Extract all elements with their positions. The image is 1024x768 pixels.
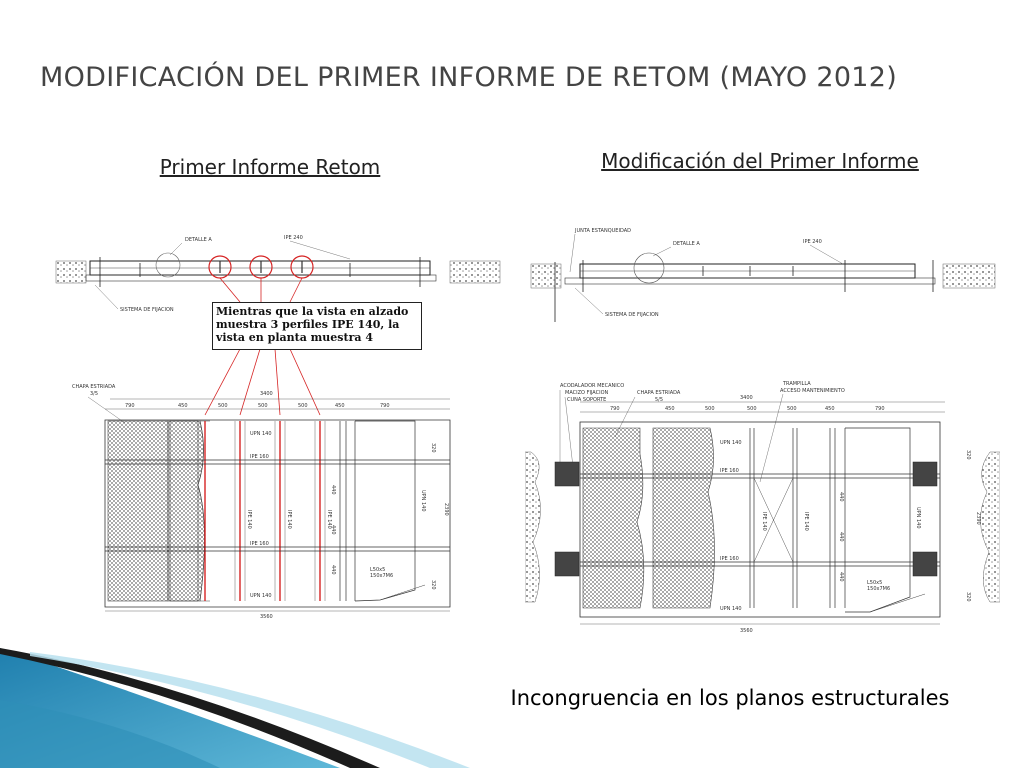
svg-text:500: 500 (747, 406, 757, 412)
svg-text:320: 320 (965, 592, 971, 602)
svg-text:150x7M6: 150x7M6 (370, 573, 393, 579)
red-ipe-lines (204, 421, 321, 601)
side-dimensions: 320 440 440 440 320 (330, 443, 436, 590)
svg-text:150x7M6: 150x7M6 (867, 586, 890, 592)
svg-text:440: 440 (838, 572, 844, 582)
svg-text:320: 320 (965, 450, 971, 460)
left-heading: Primer Informe Retom (159, 155, 381, 179)
svg-text:IPE 160: IPE 160 (720, 556, 739, 562)
svg-text:IPE 140: IPE 140 (761, 512, 767, 531)
chapa-label: CHAPA ESTRIADA (72, 384, 116, 390)
junta-label: JUNTA ESTANQUEIDAD (574, 228, 631, 234)
svg-text:500: 500 (258, 403, 268, 409)
svg-text:MACIZO FIJACION: MACIZO FIJACION (565, 390, 609, 396)
svg-text:790: 790 (380, 403, 390, 409)
svg-text:450: 450 (178, 403, 188, 409)
ipe-top-label: IPE 240 (284, 235, 303, 241)
slide-title: MODIFICACIÓN DEL PRIMER INFORME DE RETOM… (40, 62, 898, 93)
svg-text:IPE 160: IPE 160 (250, 454, 269, 460)
svg-text:DETALLE A: DETALLE A (673, 241, 700, 247)
dim-total-bottom: 3560 (260, 614, 273, 620)
left-soil-block (55, 260, 87, 284)
right-structural-drawing: JUNTA ESTANQUEIDAD DETALLE A IPE 240 SIS… (525, 228, 1000, 634)
svg-text:320: 320 (430, 443, 436, 453)
svg-text:320: 320 (430, 580, 436, 590)
svg-text:2390: 2390 (975, 512, 981, 525)
fixation-brackets (554, 461, 938, 577)
svg-text:UPN 140: UPN 140 (250, 593, 272, 599)
top-dimensions: 790 450 500 500 500 450 790 (125, 403, 390, 409)
right-elevation-view: JUNTA ESTANQUEIDAD DETALLE A IPE 240 SIS… (530, 228, 996, 322)
svg-text:UPN 140: UPN 140 (420, 490, 426, 512)
svg-text:UPN 140: UPN 140 (915, 507, 921, 529)
svg-text:450: 450 (825, 406, 835, 412)
svg-text:790: 790 (610, 406, 620, 412)
svg-text:IPE 160: IPE 160 (720, 468, 739, 474)
svg-text:440: 440 (330, 525, 336, 535)
callout-box: Mientras que la vista en alzado muestra … (212, 302, 422, 350)
svg-text:500: 500 (218, 403, 228, 409)
svg-text:IPE 160: IPE 160 (250, 541, 269, 547)
svg-text:500: 500 (298, 403, 308, 409)
svg-text:L50x5: L50x5 (370, 567, 385, 573)
caption: Incongruencia en los planos estructurale… (510, 686, 950, 710)
svg-text:IPE 140: IPE 140 (286, 510, 292, 529)
svg-text:UPN 140: UPN 140 (250, 431, 272, 437)
svg-text:790: 790 (875, 406, 885, 412)
right-heading: Modificación del Primer Informe (601, 149, 919, 173)
left-elevation-view: DETALLE A IPE 240 SISTEMA DE FIJACION (55, 235, 501, 313)
detalle-label: DETALLE A (185, 237, 212, 243)
svg-text:3560: 3560 (740, 628, 753, 634)
svg-text:3400: 3400 (740, 395, 753, 401)
svg-text:SISTEMA DE FIJACION: SISTEMA DE FIJACION (605, 312, 659, 318)
svg-text:TRAMPILLA: TRAMPILLA (782, 381, 811, 387)
chapa-hatch-1 (107, 420, 169, 602)
svg-text:CHAPA ESTRIADA: CHAPA ESTRIADA (637, 390, 681, 396)
svg-text:IPE 140: IPE 140 (326, 510, 332, 529)
left-structural-drawing: DETALLE A IPE 240 SISTEMA DE FIJACION CH… (55, 235, 501, 620)
svg-text:440: 440 (838, 492, 844, 502)
svg-text:UPN 140: UPN 140 (720, 606, 742, 612)
right-plan-view: ACODALADOR MECANICO MACIZO FIJACION CUNA… (525, 381, 1000, 634)
svg-text:ACODALADOR MECANICO: ACODALADOR MECANICO (560, 383, 624, 389)
corner-decoration (0, 648, 470, 768)
right-soil-block (449, 260, 501, 284)
svg-text:450: 450 (665, 406, 675, 412)
svg-text:L50x5: L50x5 (867, 580, 882, 586)
sistema-label: SISTEMA DE FIJACION (120, 307, 174, 313)
callout-leader-lines (204, 277, 321, 416)
svg-text:IPE 140: IPE 140 (246, 510, 252, 529)
svg-text:440: 440 (330, 565, 336, 575)
svg-text:500: 500 (705, 406, 715, 412)
chapa-hatch-2 (167, 420, 205, 602)
svg-text:ACCESO MANTENIMIENTO: ACCESO MANTENIMIENTO (780, 388, 845, 394)
svg-text:CUNA SOPORTE: CUNA SOPORTE (567, 397, 606, 403)
svg-text:2390: 2390 (443, 503, 449, 516)
svg-text:3/5: 3/5 (90, 391, 98, 397)
svg-text:440: 440 (838, 532, 844, 542)
svg-text:IPE 140: IPE 140 (803, 512, 809, 531)
svg-text:440: 440 (330, 485, 336, 495)
svg-text:450: 450 (335, 403, 345, 409)
svg-text:IPE 240: IPE 240 (803, 239, 822, 245)
svg-text:790: 790 (125, 403, 135, 409)
svg-text:5/5: 5/5 (655, 397, 663, 403)
left-plan-view: CHAPA ESTRIADA 3/5 3400 790 450 500 500 … (72, 384, 451, 620)
svg-text:500: 500 (787, 406, 797, 412)
svg-text:UPN 140: UPN 140 (720, 440, 742, 446)
dim-total-top: 3400 (260, 391, 273, 397)
